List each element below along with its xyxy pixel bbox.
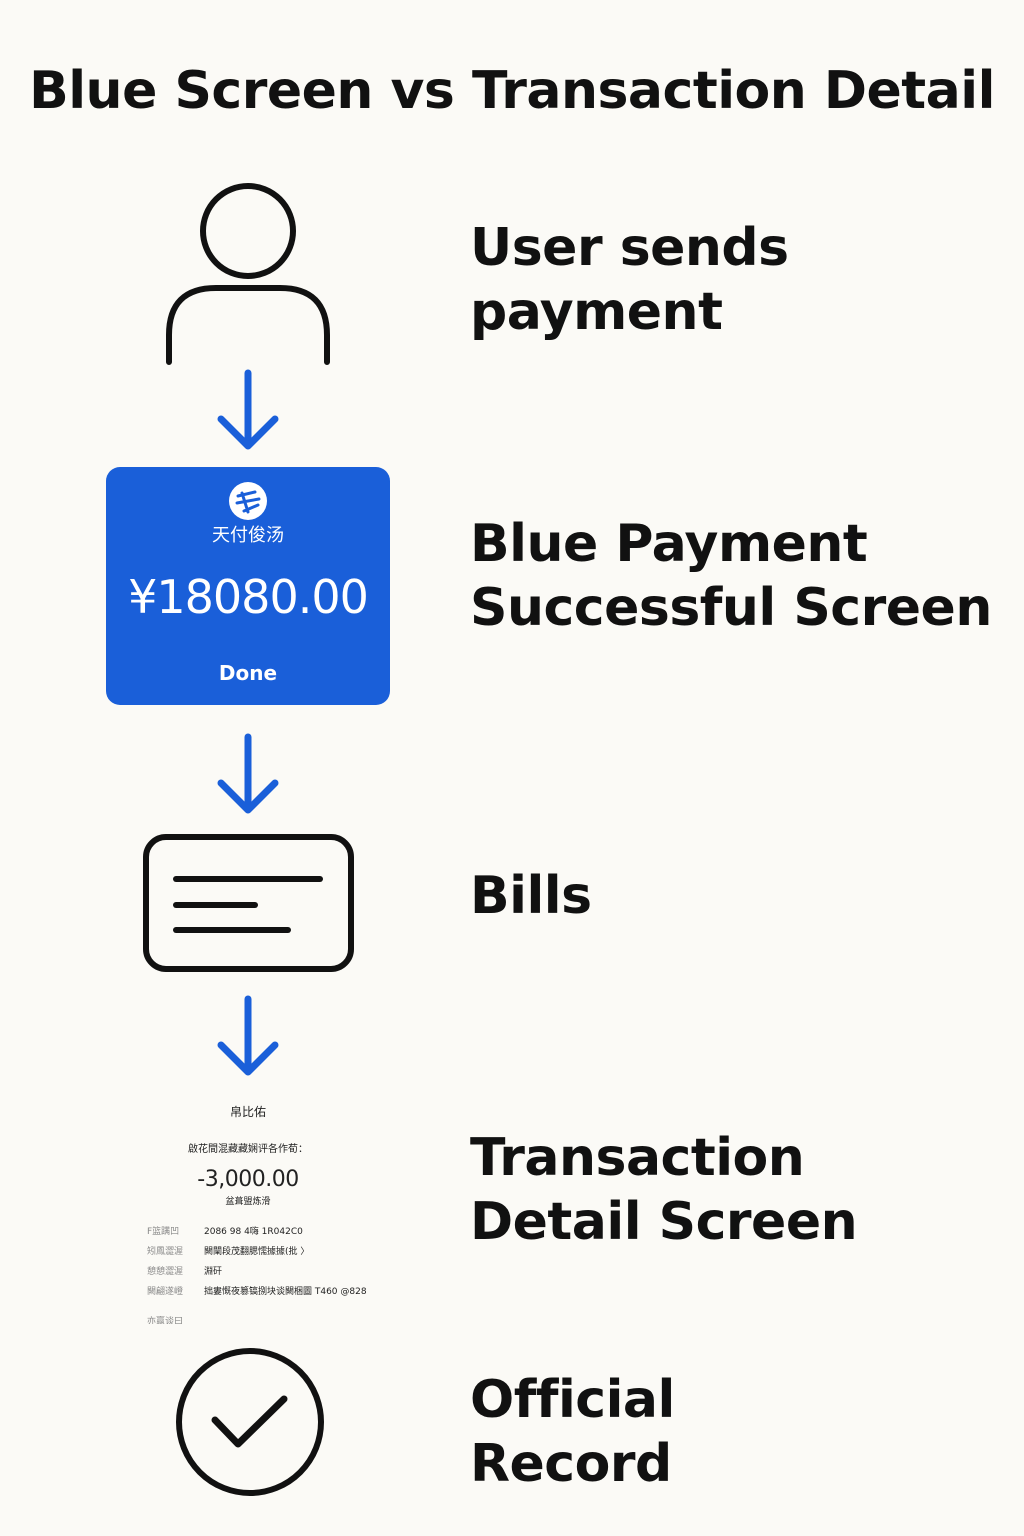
step-label-line: Successful Screen xyxy=(470,578,992,638)
step-label-line: User sends xyxy=(470,218,789,278)
step-label-line: Blue Payment xyxy=(470,514,868,574)
transaction-status: 盆葺盟炼滑 xyxy=(225,1197,271,1207)
bill-card-icon xyxy=(143,834,354,972)
transaction-header: 帛比佑 xyxy=(229,1105,266,1119)
payment-amount: ¥18080.00 xyxy=(128,570,369,624)
flow-arrow-1-icon xyxy=(217,369,279,450)
step-label-line: Transaction xyxy=(470,1128,805,1188)
step-label-line: Official xyxy=(470,1370,675,1430)
transaction-row-key: 憩憩澀渥 xyxy=(147,1267,184,1277)
step-label-line: Bills xyxy=(470,866,592,926)
transaction-row-value: 淵矸 xyxy=(204,1267,223,1277)
transaction-row-key: 矧鳳澀渥 xyxy=(147,1247,184,1257)
transaction-row-value: 闕闡段茂翻腮懦據據(批 〉 xyxy=(204,1247,310,1257)
step-label-blue-payment-screen: Blue Payment Successful Screen xyxy=(470,512,992,640)
payment-logo-icon xyxy=(229,482,267,520)
step-label-line: Detail Screen xyxy=(470,1192,858,1252)
payment-successful-screen: 天付俊汤 ¥18080.00 Done xyxy=(106,467,390,705)
flow-arrow-2-icon xyxy=(217,733,279,814)
check-circle-icon xyxy=(176,1348,324,1496)
step-label-line: Record xyxy=(470,1434,672,1494)
transaction-row-value: 2086 98 4嗨 1R042C0 xyxy=(204,1227,303,1237)
step-label-line: payment xyxy=(470,282,723,342)
payment-merchant-name: 天付俊汤 xyxy=(212,525,284,546)
step-label-official-record: Official Record xyxy=(470,1368,675,1496)
transaction-amount: -3,000.00 xyxy=(197,1167,299,1192)
transaction-row-key: F篮蹒凹 xyxy=(147,1227,180,1237)
person-icon xyxy=(166,183,330,365)
step-label-user-sends-payment: User sends payment xyxy=(470,216,789,344)
step-label-transaction-detail-screen: Transaction Detail Screen xyxy=(470,1126,858,1254)
transaction-detail-screen: 帛比佑 啟花間混藏藏娴评各作荀： -3,000.00 盆葺盟炼滑 F篮蹒凹 20… xyxy=(140,1100,410,1324)
transaction-row-key: 闕翩遂嶝 xyxy=(147,1287,184,1297)
transaction-row-value: 拙婁慨夜篡镐捌块谈闕梱圖 T460 @828 xyxy=(204,1287,367,1297)
step-label-bills: Bills xyxy=(470,864,592,928)
flow-arrow-3-icon xyxy=(217,995,279,1076)
transaction-row-key: 亦赢谈曰 xyxy=(147,1317,184,1324)
done-button[interactable]: Done xyxy=(218,661,278,685)
transaction-description: 啟花間混藏藏娴评各作荀： xyxy=(188,1144,308,1155)
diagram-title: Blue Screen vs Transaction Detail xyxy=(29,61,995,121)
